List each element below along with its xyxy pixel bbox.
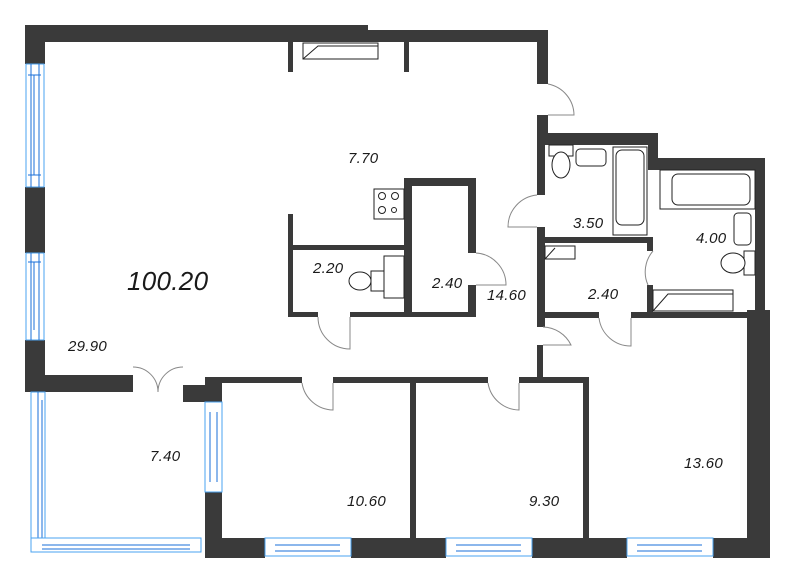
- stove-icon: [373, 188, 405, 220]
- room-area-bedroom-1: 10.60: [347, 493, 387, 510]
- room-area-kitchen: 7.70: [348, 150, 379, 167]
- room-area-toilet: 2.20: [313, 260, 344, 277]
- sink-icon: [575, 148, 607, 167]
- room-area-storage: 2.40: [432, 275, 463, 292]
- room-area-living: 29.90: [68, 338, 108, 355]
- room-area-hall: 14.60: [487, 287, 527, 304]
- fixtures: [302, 42, 756, 312]
- bathtub-icon: [615, 149, 645, 226]
- room-area-bathroom-2: 4.00: [696, 230, 727, 247]
- room-area-closet: 2.40: [588, 286, 619, 303]
- room-area-bedroom-2: 9.30: [529, 493, 560, 510]
- walls: [25, 25, 770, 558]
- room-area-bedroom-3: 13.60: [684, 455, 724, 472]
- bathtub-2-icon: [671, 173, 751, 206]
- toilet-icon: [370, 270, 385, 292]
- room-area-bathroom-1: 3.50: [573, 215, 604, 232]
- sink-2-icon: [733, 212, 752, 246]
- room-area-balcony: 7.40: [150, 448, 181, 465]
- doors: [132, 83, 654, 411]
- windows: [25, 63, 714, 557]
- total-area-label: 100.20: [127, 266, 209, 296]
